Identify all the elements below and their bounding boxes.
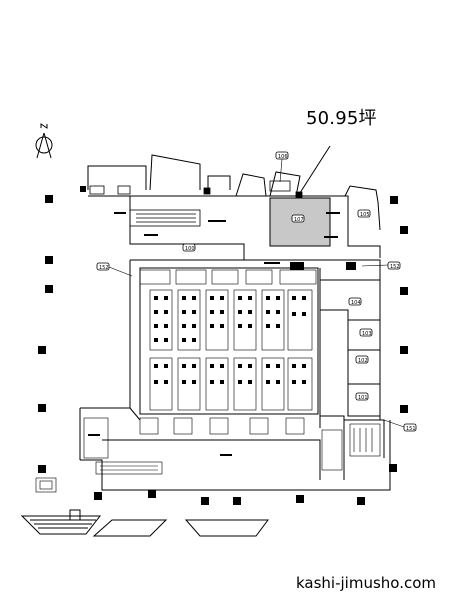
- room-tags: [96, 151, 417, 432]
- room-number: 107: [294, 217, 304, 223]
- highlighted-area-size: 50.95坪: [306, 108, 377, 129]
- room-number: 106: [278, 154, 288, 160]
- ramp-structures: [20, 509, 269, 537]
- area-leader-line: [297, 145, 331, 197]
- stall-pattern: [154, 262, 356, 384]
- room-number: 152: [390, 264, 400, 270]
- room-number: 103: [362, 331, 372, 337]
- lower-lobby: [35, 417, 381, 493]
- room-number: 105: [360, 212, 370, 218]
- room-number: 152: [99, 265, 109, 271]
- column-markers: [38, 186, 408, 505]
- north-arrow-icon: [35, 123, 53, 159]
- interior-rooms: [139, 269, 317, 411]
- room-number: 100: [185, 246, 195, 252]
- room-number: 104: [351, 300, 361, 306]
- annotation-stubs: [88, 212, 340, 456]
- room-numbers: 106 107 105 100 152 152 104 103 102 101 …: [99, 154, 416, 432]
- site-watermark: kashi-jimusho.com: [296, 574, 437, 592]
- room-number: 101: [358, 395, 368, 401]
- tag-leaders: [108, 158, 405, 428]
- building-outline: [79, 154, 391, 491]
- room-number: 151: [406, 426, 416, 432]
- room-number: 102: [358, 358, 368, 364]
